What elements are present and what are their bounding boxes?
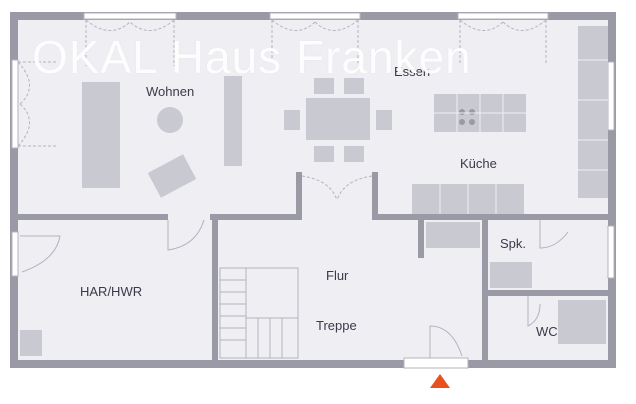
kitchen-grid-lines: [434, 59, 608, 214]
label-wohnen: Wohnen: [146, 84, 195, 99]
dining-furniture: [284, 78, 392, 162]
window-swings: [17, 19, 547, 147]
interior-walls: [18, 172, 610, 360]
utility-cabinets: [20, 222, 606, 356]
entrance-arrow-icon: [430, 374, 450, 388]
living-furniture: [82, 76, 242, 198]
door-swings: [20, 175, 569, 360]
entrance-door: [403, 357, 469, 369]
label-wc: WC: [536, 324, 558, 339]
label-kueche: Küche: [460, 156, 497, 171]
label-spk: Spk.: [500, 236, 527, 251]
label-flur: Flur: [326, 268, 349, 283]
staircase: [219, 267, 299, 359]
label-har-hwr: HAR/HWR: [80, 284, 143, 299]
label-treppe: Treppe: [316, 318, 357, 333]
label-essen: Essen: [394, 64, 431, 79]
top-windows: [11, 12, 615, 279]
watermark-logo: OKAL Haus Franken: [32, 31, 472, 83]
